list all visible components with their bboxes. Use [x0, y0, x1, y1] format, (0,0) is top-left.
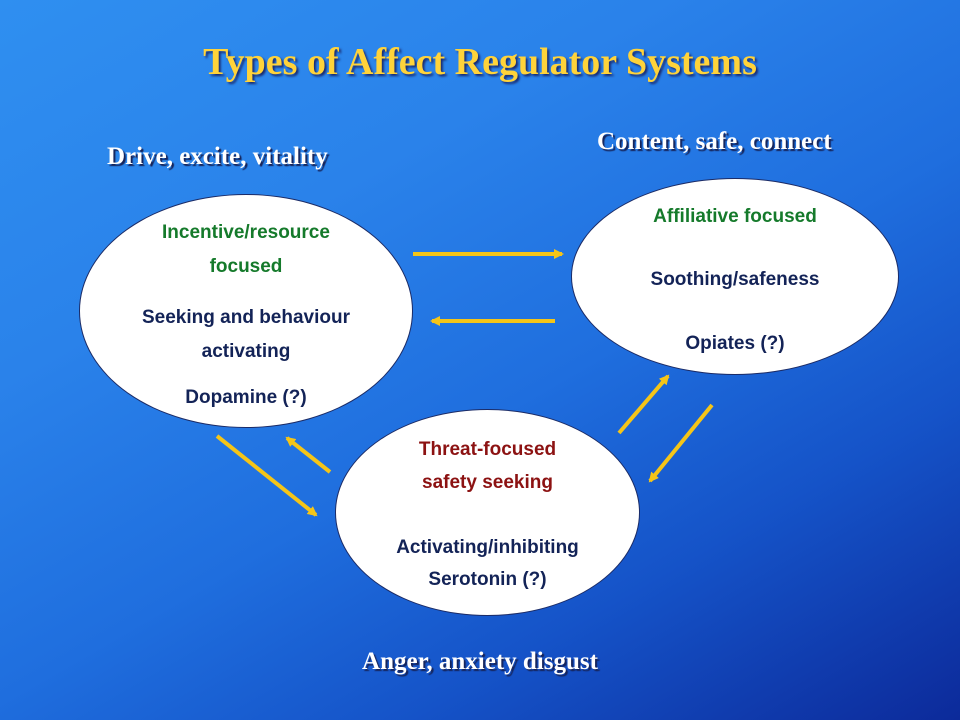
threat-line-3: Activating/inhibiting: [396, 537, 579, 558]
drive-line-4: activating: [201, 341, 291, 362]
content-system-ellipse: Affiliative focused Soothing/safeness Op…: [571, 178, 899, 375]
slide-title: Types of Affect Regulator Systems: [203, 41, 757, 83]
content-line-3: Opiates (?): [685, 333, 785, 354]
arrow-content-to-threat: [648, 403, 714, 483]
content-line-1: Affiliative focused: [653, 206, 817, 227]
threat-system-ellipse: Threat-focused safety seeking Activating…: [335, 409, 640, 616]
drive-line-3: Seeking and behaviour: [142, 307, 350, 328]
threat-line-4: Serotonin (?): [428, 569, 547, 590]
content-line-2: Soothing/safeness: [650, 269, 820, 290]
arrow-threat-to-drive: [285, 436, 332, 474]
drive-heading: Drive, excite, vitality: [107, 143, 328, 170]
threat-line-1: Threat-focused: [418, 439, 557, 460]
arrow-drive-to-threat: [215, 434, 318, 517]
drive-line-2: focused: [209, 256, 283, 277]
drive-line-5: Dopamine (?): [185, 387, 307, 408]
anger-heading: Anger, anxiety disgust: [362, 648, 598, 675]
drive-line-1: Incentive/resource: [162, 222, 330, 243]
arrow-threat-to-content: [617, 374, 670, 435]
content-heading: Content, safe, connect: [597, 128, 832, 155]
drive-system-ellipse: Incentive/resource focused Seeking and b…: [79, 194, 413, 428]
threat-line-2: safety seeking: [422, 472, 553, 493]
